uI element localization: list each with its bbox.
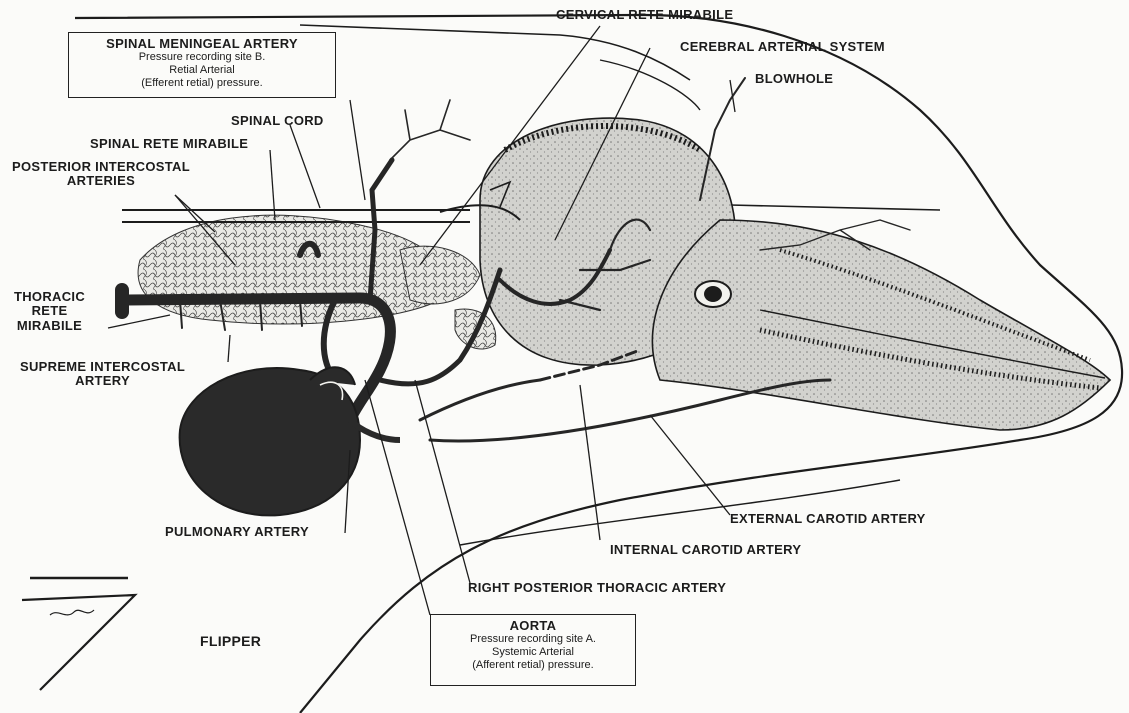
spinal-meningeal-line1: Pressure recording site B.: [75, 51, 329, 64]
label-cervical-rete-mirabile: CERVICAL RETE MIRABILE: [556, 8, 733, 22]
label-supreme-intercostal-line1: SUPREME INTERCOSTAL: [20, 360, 185, 374]
label-posterior-intercostal-line2: ARTERIES: [12, 174, 190, 188]
spinal-meningeal-artery-callout: SPINAL MENINGEAL ARTERY Pressure recordi…: [68, 32, 336, 98]
label-external-carotid-artery: EXTERNAL CAROTID ARTERY: [730, 512, 926, 526]
label-thoracic-rete-line2: RETE: [14, 304, 85, 318]
aorta-line2: Systemic Arterial: [437, 646, 629, 659]
scale-bar: [22, 578, 135, 690]
label-thoracic-rete-mirabile: THORACIC RETE MIRABILE: [14, 290, 85, 333]
label-spinal-rete-mirabile: SPINAL RETE MIRABILE: [90, 137, 248, 151]
spinal-meningeal-title: SPINAL MENINGEAL ARTERY: [75, 36, 329, 51]
spinal-meningeal-line3: (Efferent retial) pressure.: [75, 77, 329, 90]
label-pulmonary-artery: PULMONARY ARTERY: [165, 525, 309, 539]
aorta-title: AORTA: [437, 618, 629, 633]
label-internal-carotid-artery: INTERNAL CAROTID ARTERY: [610, 543, 801, 557]
label-right-posterior-thoracic-artery: RIGHT POSTERIOR THORACIC ARTERY: [468, 581, 726, 595]
aorta-callout: AORTA Pressure recording site A. Systemi…: [430, 614, 636, 686]
label-supreme-intercostal-artery: SUPREME INTERCOSTAL ARTERY: [20, 360, 185, 389]
eye: [695, 281, 731, 307]
label-spinal-cord: SPINAL CORD: [231, 114, 324, 128]
aorta-line1: Pressure recording site A.: [437, 633, 629, 646]
label-thoracic-rete-line1: THORACIC: [14, 290, 85, 304]
label-posterior-intercostal-line1: POSTERIOR INTERCOSTAL: [12, 160, 190, 174]
label-supreme-intercostal-line2: ARTERY: [20, 374, 185, 388]
aorta-line3: (Afferent retial) pressure.: [437, 659, 629, 672]
label-thoracic-rete-line3: MIRABILE: [14, 319, 85, 333]
label-flipper: FLIPPER: [200, 634, 261, 649]
label-cerebral-arterial-system: CEREBRAL ARTERIAL SYSTEM: [680, 40, 885, 54]
spinal-meningeal-line2: Retial Arterial: [75, 64, 329, 77]
label-posterior-intercostal: POSTERIOR INTERCOSTAL ARTERIES: [12, 160, 190, 189]
label-blowhole: BLOWHOLE: [755, 72, 833, 86]
